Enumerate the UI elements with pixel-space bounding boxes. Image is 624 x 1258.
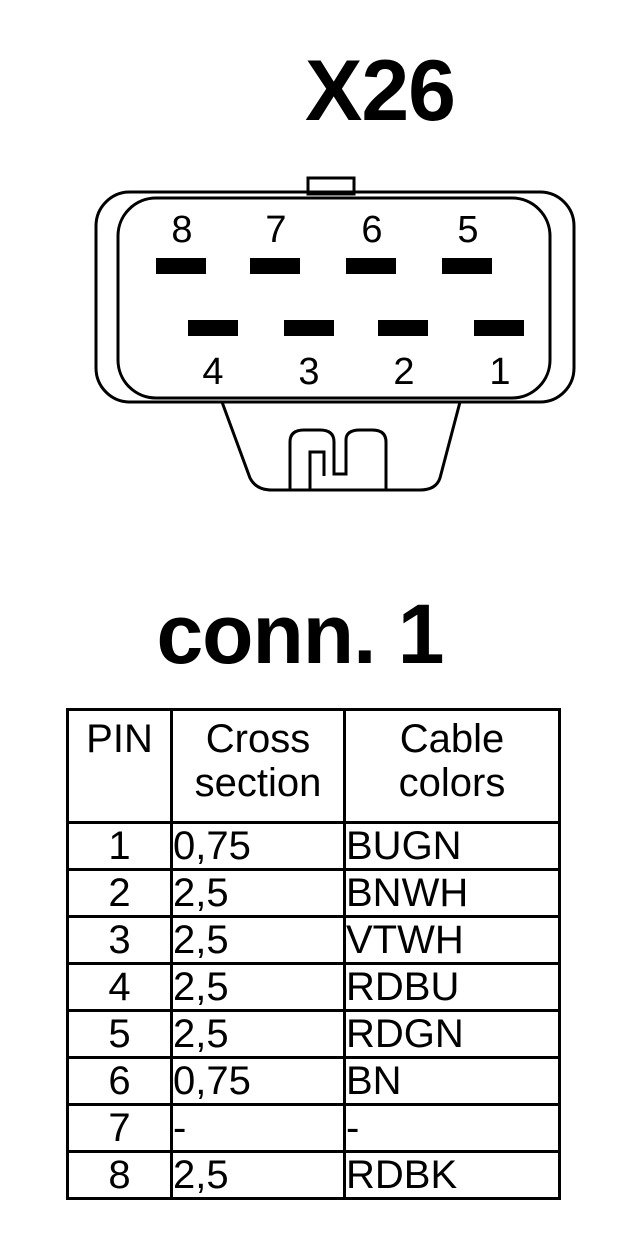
pin-number-bottom-3: 1	[489, 351, 510, 393]
cell-pin: 6	[66, 1056, 173, 1106]
cell-cross-section: 2,5	[170, 1150, 346, 1200]
header-color-line1: Cable	[399, 717, 505, 761]
locking-base	[220, 401, 462, 492]
connector-housing-outer	[94, 190, 576, 404]
pin-number-top-1: 7	[265, 209, 286, 251]
pin-number-bottom-2: 2	[393, 351, 414, 393]
pin-contact-3	[284, 320, 334, 336]
pin-number-bottom-0: 4	[202, 351, 223, 393]
pin-contact-1	[474, 320, 524, 336]
table-row: 1 0,75 BUGN	[66, 821, 561, 871]
table-row: 6 0,75 BN	[66, 1056, 561, 1106]
table-row: 7 - -	[66, 1103, 561, 1153]
pin-contact-8	[156, 258, 206, 274]
table-row: 5 2,5 RDGN	[66, 1009, 561, 1059]
pin-contact-4	[188, 320, 238, 336]
header-pin-label: PIN	[86, 717, 153, 761]
cell-pin: 3	[66, 915, 173, 965]
cell-cable-color: RDGN	[343, 1009, 561, 1059]
header-cross-line1: Cross	[205, 717, 311, 761]
table-row: 3 2,5 VTWH	[66, 915, 561, 965]
header-pin: PIN	[66, 708, 173, 824]
cell-cross-section: 0,75	[170, 1056, 346, 1106]
connector-drawing: 8 7 6 5 4 3 2 1	[94, 176, 576, 492]
pin-contact-5	[442, 258, 492, 274]
cell-cross-section: 2,5	[170, 962, 346, 1012]
cell-pin: 7	[66, 1103, 173, 1153]
header-color-line2: colors	[398, 761, 506, 805]
cell-pin: 5	[66, 1009, 173, 1059]
pin-contact-6	[346, 258, 396, 274]
connector-label: conn. 1	[156, 587, 444, 681]
cell-cable-color: BN	[343, 1056, 561, 1106]
latch-tab	[306, 176, 356, 196]
cell-cross-section: 0,75	[170, 821, 346, 871]
connector-title: X26	[304, 43, 456, 139]
pin-number-top-3: 5	[457, 209, 478, 251]
cell-cross-section: 2,5	[170, 915, 346, 965]
cell-cable-color: VTWH	[343, 915, 561, 965]
pin-number-top-2: 6	[361, 209, 382, 251]
cell-pin: 4	[66, 962, 173, 1012]
cell-cross-section: -	[170, 1103, 346, 1153]
pin-contact-7	[250, 258, 300, 274]
cell-cable-color: BNWH	[343, 868, 561, 918]
pin-number-bottom-1: 3	[298, 351, 319, 393]
table-row: 8 2,5 RDBK	[66, 1150, 561, 1200]
cell-cable-color: -	[343, 1103, 561, 1153]
cell-pin: 2	[66, 868, 173, 918]
cell-cable-color: RDBU	[343, 962, 561, 1012]
cell-pin: 8	[66, 1150, 173, 1200]
locking-clip	[288, 428, 388, 490]
cell-cable-color: RDBK	[343, 1150, 561, 1200]
connector-housing-inner	[116, 196, 552, 400]
cell-pin: 1	[66, 821, 173, 871]
table-row: 2 2,5 BNWH	[66, 868, 561, 918]
pin-number-top-0: 8	[171, 209, 192, 251]
cell-cross-section: 2,5	[170, 1009, 346, 1059]
header-cross-line2: section	[194, 761, 322, 805]
cell-cable-color: BUGN	[343, 821, 561, 871]
cell-cross-section: 2,5	[170, 868, 346, 918]
pin-contact-2	[378, 320, 428, 336]
table-row: 4 2,5 RDBU	[66, 962, 561, 1012]
